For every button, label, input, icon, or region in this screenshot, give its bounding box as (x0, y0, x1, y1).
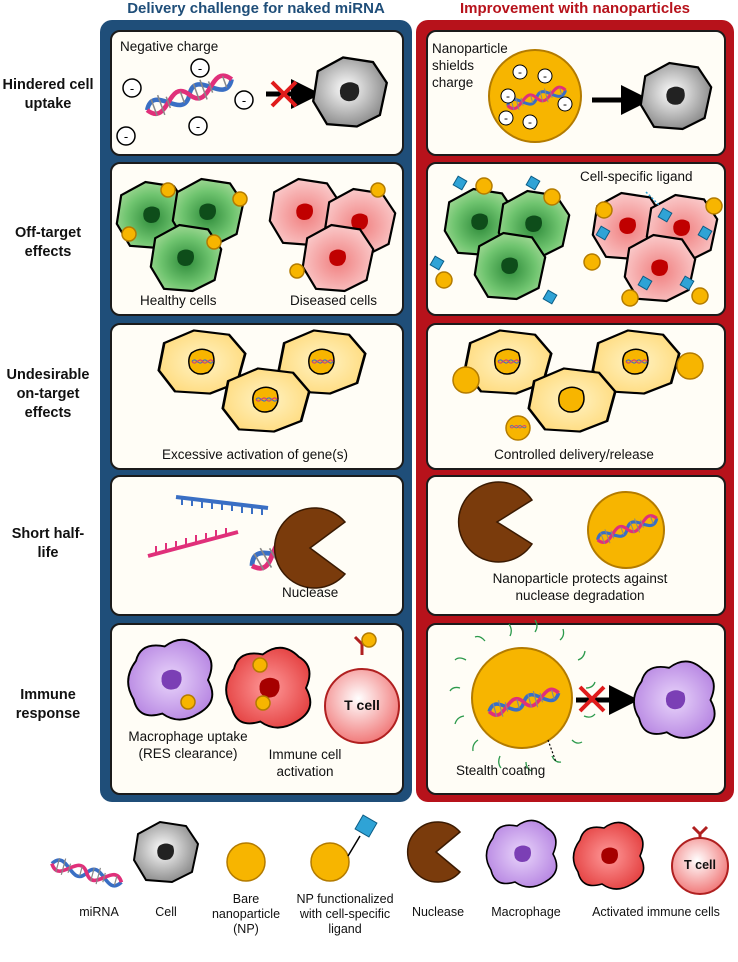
svg-text:-: - (504, 111, 508, 125)
nanoparticle-icon (226, 842, 266, 882)
negative-charge-group: - - - - - (116, 58, 254, 146)
row-label-immune: Immune response (15, 687, 81, 722)
legend-t-cell-label: T cell (684, 858, 716, 872)
svg-text:-: - (543, 69, 547, 83)
row-label-ontarget: Undesirable on-target effects (6, 367, 90, 421)
activated-immune-cell (225, 646, 312, 729)
cell-specific-ligand-label: Cell-specific ligand (580, 169, 693, 184)
macrophage-icon (633, 660, 716, 739)
diseased-cells (268, 177, 397, 293)
panel-halflife-left (110, 475, 404, 616)
t-cell-icon (324, 632, 400, 744)
healthy-cells-label: Healthy cells (140, 293, 217, 308)
immune-activation-label: Immune cell activation (268, 747, 342, 779)
legend-mirna: miRNA (79, 905, 119, 919)
nuclease-label: Nuclease (282, 585, 339, 600)
svg-text:-: - (242, 93, 246, 108)
t-cell-label: T cell (344, 697, 380, 713)
mirna-icon (47, 853, 126, 893)
cell-icon (312, 56, 388, 128)
blocked-arrow-icon (266, 79, 321, 109)
nuclease-icon (273, 507, 347, 589)
svg-text:-: - (198, 61, 202, 76)
shields-charge-label: Nanoparticle shields charge (432, 41, 508, 90)
nuclease-protection-label: Nanoparticle protects against nuclease d… (492, 571, 668, 603)
healthy-cells (115, 177, 248, 293)
row-label-offtarget: Off-target effects (14, 225, 82, 260)
cell-icon (133, 821, 199, 883)
nuclease-icon (406, 821, 462, 883)
row-label-halflife: Short half-life (11, 526, 85, 561)
ligand-nanoparticles (429, 175, 723, 307)
stealth-coating-label: Stealth coating (456, 763, 546, 778)
functionalized-np-icon (310, 814, 378, 882)
protected-nanoparticle (587, 491, 665, 569)
legend-nuclease: Nuclease (411, 905, 465, 919)
cell-icon (639, 61, 713, 131)
diseased-cells-label: Diseased cells (290, 293, 378, 308)
svg-text:-: - (196, 119, 200, 134)
legend-macrophage: Macrophage (491, 905, 561, 919)
svg-text:-: - (124, 129, 128, 144)
macrophage-icon (127, 638, 214, 721)
row-label-uptake: Hindered cell uptake (2, 77, 94, 112)
svg-text:-: - (563, 97, 567, 111)
macrophage-icon (485, 819, 558, 888)
yellow-cells-left (157, 329, 367, 433)
blocked-arrow-icon (576, 685, 639, 715)
legend-activated-immune: Activated immune cells (592, 905, 720, 919)
svg-text:-: - (518, 65, 522, 79)
svg-text:-: - (528, 115, 532, 129)
excessive-activation-label: Excessive activation of gene(s) (161, 447, 349, 462)
controlled-delivery-label: Controlled delivery/release (494, 447, 654, 462)
degraded-mirna (147, 495, 341, 576)
shielded-nanoparticle: - - - - - - (488, 49, 582, 143)
yellow-cells-right (452, 329, 704, 441)
activated-immune-cells-icon (572, 821, 729, 895)
negative-charge-label: Negative charge (120, 39, 219, 54)
left-column-title: Delivery challenge for naked miRNA (127, 0, 385, 17)
stealth-nanoparticle (449, 619, 596, 772)
legend-cell: Cell (155, 905, 177, 919)
svg-text:-: - (130, 81, 134, 96)
right-column-title: Improvement with nanoparticles (459, 0, 691, 17)
macrophage-uptake-label: Macrophage uptake (RES clearance) (128, 729, 248, 761)
legend-functionalized-np: NP functionalized with cell-specific lig… (296, 892, 394, 936)
legend-bare-np: Bare nanoparticle (NP) (211, 892, 281, 936)
svg-text:-: - (506, 89, 510, 103)
nuclease-icon (457, 481, 534, 563)
